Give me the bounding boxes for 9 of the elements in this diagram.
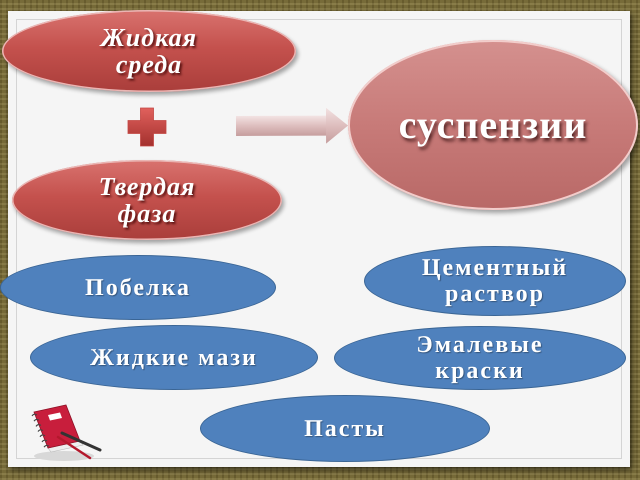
node-label: Жидкие мази [90, 344, 258, 370]
node-label: Эмалевые краски [415, 332, 545, 384]
node-label: суспензии [398, 103, 588, 147]
node-label: Жидкая среда [98, 24, 198, 78]
node-label: Побелка [85, 274, 191, 300]
node-label: Цементный раствор [420, 255, 570, 307]
arrow [236, 108, 348, 144]
node-label: Пасты [304, 416, 386, 442]
node-label: Твердая фаза [98, 173, 196, 227]
